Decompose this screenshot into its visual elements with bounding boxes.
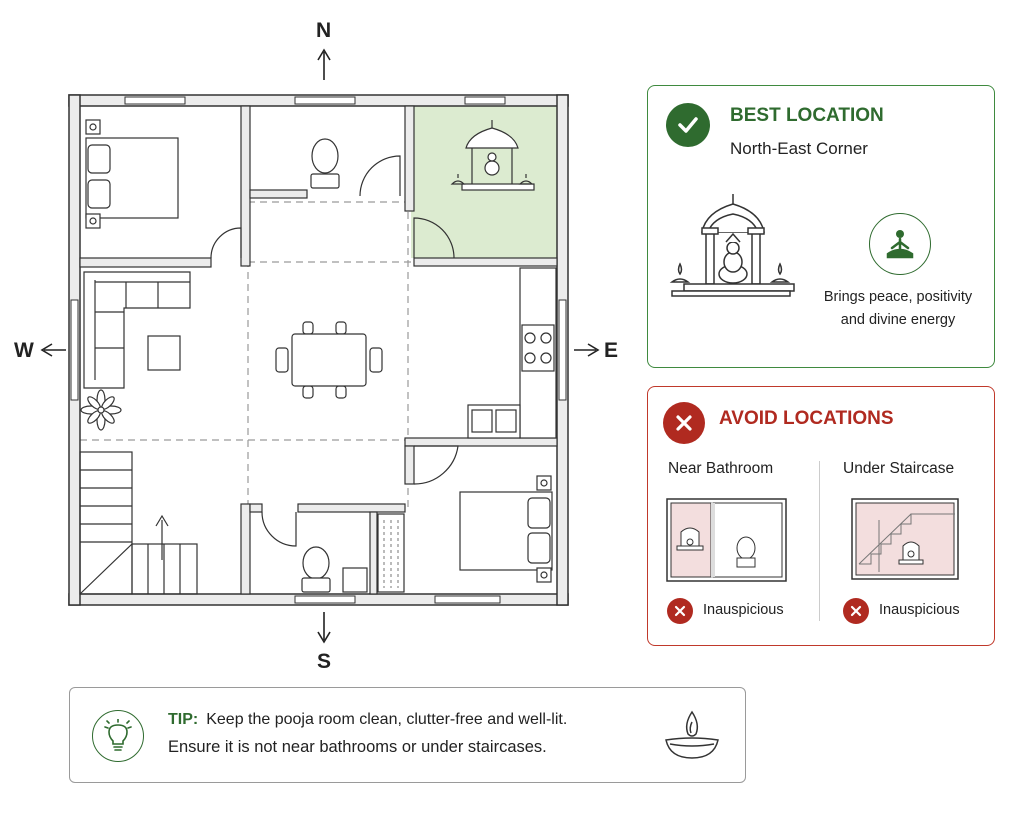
tip-label: TIP: — [168, 711, 199, 728]
se-bed — [459, 475, 553, 583]
benefit-line-1: Brings peace, positivity — [823, 289, 973, 305]
avoid-bathroom-verdict: Inauspicious — [703, 602, 784, 618]
inauspicious-icon-2 — [843, 598, 869, 624]
meditation-icon — [869, 213, 931, 275]
benefit-line-2: and divine energy — [840, 312, 956, 328]
staircase-thumbnail — [851, 498, 959, 580]
tip-line-2: Ensure it is not near bathrooms or under… — [168, 738, 547, 756]
staircase — [79, 451, 198, 595]
cross-icon — [663, 402, 705, 444]
avoid-staircase-label: Under Staircase — [843, 460, 955, 477]
tip-box: TIP: Keep the pooja room clean, clutter-f… — [69, 687, 746, 783]
tip-text-1: Keep the pooja room clean, clutter-free … — [206, 711, 568, 728]
windows — [70, 96, 567, 604]
best-location-title: BEST LOCATION — [730, 105, 884, 126]
floor-plan — [40, 48, 600, 644]
avoid-locations-title: AVOID LOCATIONS — [719, 408, 894, 429]
inauspicious-icon-1 — [667, 598, 693, 624]
nw-bed — [85, 119, 179, 229]
avoid-bathroom-label: Near Bathroom — [668, 460, 774, 477]
best-location-benefit: Brings peace, positivity and divine ener… — [808, 286, 988, 332]
compass-west-label: W — [14, 339, 34, 362]
kitchen — [467, 267, 557, 439]
living-furniture — [83, 271, 191, 389]
bathroom-thumbnail — [666, 498, 787, 582]
compass-east-label: E — [604, 339, 619, 362]
lotus-icon — [80, 389, 122, 431]
avoid-staircase-verdict: Inauspicious — [879, 602, 960, 618]
avoid-divider — [819, 461, 820, 621]
shelf-lines — [383, 520, 399, 588]
interior-walls — [79, 105, 558, 595]
north-toilet — [310, 138, 340, 189]
compass-south-label: S — [317, 650, 332, 673]
south-bathroom — [301, 513, 405, 593]
lightbulb-icon — [92, 710, 144, 762]
dining-table — [275, 321, 383, 399]
compass-arrows — [40, 48, 600, 644]
doors — [210, 155, 459, 547]
avoid-locations-card: AVOID LOCATIONS Near Bathroom Under Stai… — [647, 386, 995, 646]
plan-mandir — [450, 120, 535, 191]
tip-line-1: TIP: Keep the pooja room clean, clutter-f… — [168, 711, 567, 729]
best-location-card: BEST LOCATION North-East Corner Bring — [647, 85, 995, 368]
compass-north-label: N — [316, 19, 332, 42]
pooja-room-highlight — [411, 106, 557, 258]
check-icon — [666, 103, 710, 147]
temple-icon — [669, 194, 795, 297]
best-location-subtitle: North-East Corner — [730, 139, 868, 158]
diya-icon — [665, 710, 719, 759]
